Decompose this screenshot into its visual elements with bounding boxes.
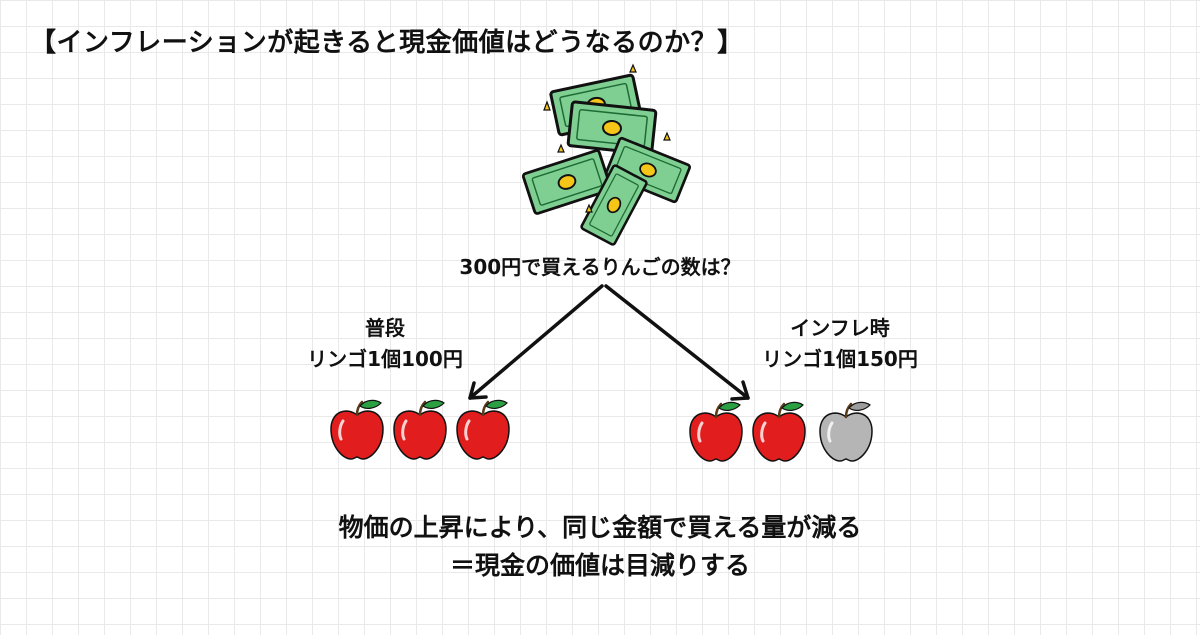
inflation-price-label: インフレ時 リンゴ1個150円 xyxy=(720,313,960,375)
apple-icon xyxy=(392,399,448,461)
inflation-heading: インフレ時 xyxy=(790,316,890,340)
page-title: 【インフレーションが起きると現金価値はどうなるのか？】 xyxy=(30,28,744,58)
arrow-to-inflation xyxy=(604,284,750,401)
gray-apple-icon xyxy=(818,401,874,463)
inflation-price: リンゴ1個150円 xyxy=(762,347,918,371)
conclusion-line-1: 物価の上昇により、同じ金額で買える量が減る xyxy=(338,513,862,542)
normal-apples xyxy=(329,399,511,461)
arrow-to-normal xyxy=(468,284,604,400)
apple-icon xyxy=(751,401,807,463)
apple-icon xyxy=(688,401,744,463)
normal-heading: 普段 xyxy=(365,316,405,340)
inflation-apples xyxy=(688,401,874,463)
apple-icon xyxy=(329,399,385,461)
money-stack-icon xyxy=(521,63,692,247)
question-label: 300円で買えるりんごの数は？ xyxy=(459,255,741,279)
apple-icon xyxy=(455,399,511,461)
conclusion-line-2: ＝現金の価値は目減りする xyxy=(449,551,750,580)
normal-price: リンゴ1個100円 xyxy=(307,347,463,371)
normal-price-label: 普段 リンゴ1個100円 xyxy=(270,313,500,375)
